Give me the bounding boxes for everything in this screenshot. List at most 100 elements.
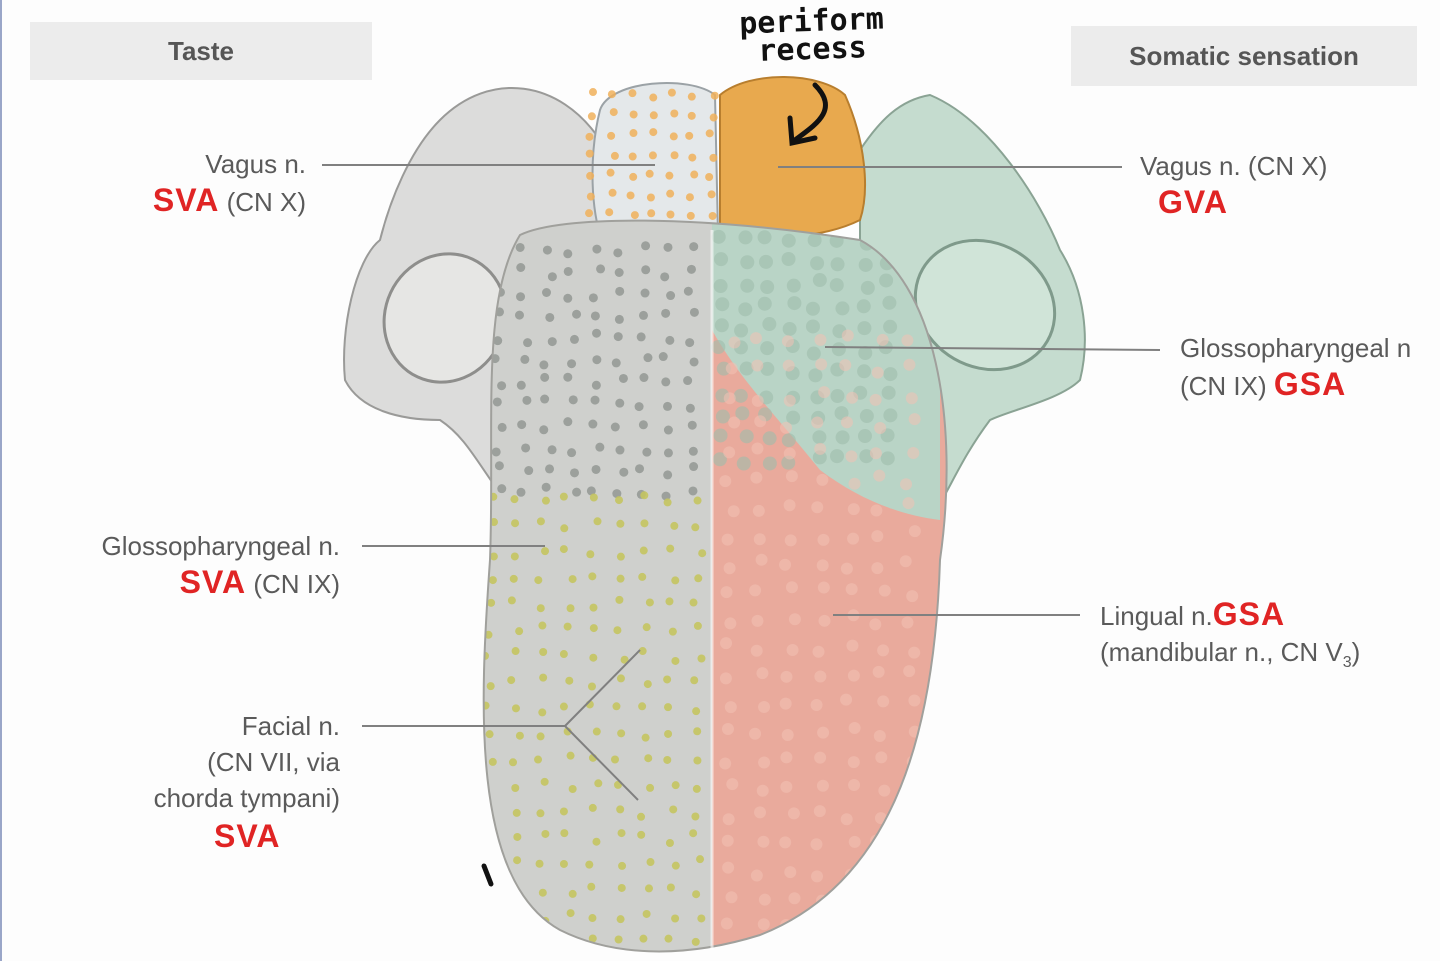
olive-papilla-dot [638,702,647,711]
orange-dot [666,210,675,219]
pink-papilla-bump [783,394,796,407]
olive-papilla-dot [614,935,623,944]
olive-papilla-dot [641,733,650,742]
olive-papilla-dot [536,809,545,818]
pink-papilla-bump [840,693,853,706]
pink-papilla-bump [873,894,886,907]
orange-dot [588,88,597,97]
olive-papilla-dot [587,682,596,691]
grey-papilla-dot [639,373,649,383]
orange-dot [649,111,658,120]
pink-papilla-bump [869,447,882,460]
grey-papilla-dot [588,419,598,429]
green-papilla-bump [712,452,727,467]
olive-papilla-dot [644,754,653,763]
olive-papilla-dot [666,883,675,892]
green-papilla-bump [758,254,773,269]
pink-papilla-bump [750,869,763,882]
pink-papilla-bump [749,584,762,597]
pink-papilla-bump [783,499,796,512]
olive-papilla-dot [693,621,702,630]
pink-papilla-bump [878,784,891,797]
olive-papilla-dot [696,855,705,864]
orange-dot [628,152,637,161]
olive-papilla-dot [697,654,706,663]
pink-papilla-bump [724,617,737,630]
orange-dot [685,193,694,202]
orange-dot [630,211,639,220]
orange-dot [629,129,638,138]
pink-papilla-bump [869,393,882,406]
orange-dot [628,89,637,98]
olive-papilla-dot [689,829,698,838]
olive-papilla-dot [483,810,491,819]
green-papilla-bump [805,301,820,316]
olive-papilla-dot [646,783,655,792]
pink-papilla-bump [817,533,830,546]
orange-dot [686,211,695,220]
green-papilla-bump [740,278,755,293]
pink-papilla-bump [870,504,883,517]
pink-papilla-bump [818,386,831,399]
grey-papilla-dot [614,314,624,324]
pink-papilla-bump [726,778,739,791]
green-papilla-bump [760,341,775,356]
orange-dot [685,131,694,140]
olive-papilla-dot [620,655,629,664]
green-papilla-bump [781,251,796,266]
grey-papilla-dot [516,487,526,497]
pink-papilla-bump [723,446,736,459]
pink-papilla-bump [783,447,796,460]
orange-dot [688,153,697,162]
orange-dot [705,172,714,181]
olive-papilla-dot [511,519,520,528]
pink-papilla-bump [847,532,860,545]
olive-papilla-dot [697,914,706,923]
pink-papilla-bump [900,834,913,847]
pink-papilla-bump [788,613,801,626]
olive-papilla-dot [665,838,674,847]
olive-papilla-dot [511,704,520,713]
olive-papilla-dot [616,519,625,528]
grey-papilla-dot [615,286,625,296]
pink-papilla-bump [908,863,921,876]
green-papilla-bump [787,296,802,311]
pink-papilla-bump [873,729,886,742]
green-papilla-bump [835,430,850,445]
pink-papilla-bump [754,806,767,819]
green-papilla-bump [805,319,820,334]
vagus-left-line2: SVA (CN X) [120,182,306,220]
pink-papilla-bump [841,329,854,342]
label-glosso-left: Glossopharyngeal n. SVA (CN IX) [60,528,340,602]
pink-papilla-bump [847,756,860,769]
pink-papilla-bump [755,553,768,566]
grey-papilla-dot [497,484,507,494]
green-papilla-bump [859,449,874,464]
olive-papilla-dot [507,596,516,605]
olive-papilla-dot [612,702,621,711]
olive-papilla-dot [515,731,524,740]
olive-papilla-dot [638,647,647,656]
green-papilla-bump [834,406,849,421]
grey-papilla-dot [665,335,675,345]
grey-papilla-dot [639,310,649,320]
glosso-left-type: SVA [179,564,247,600]
green-papilla-bump [762,317,777,332]
pink-papilla-bump [721,533,734,546]
olive-papilla-dot [617,883,626,892]
olive-papilla-dot [637,812,646,821]
orange-dot [626,191,635,200]
leader-lines [322,164,1161,801]
pink-papilla-bump [814,442,827,455]
olive-papilla-dot [615,595,624,604]
olive-papilla-dot [663,675,672,684]
pink-papilla-bump [873,469,886,482]
pink-papilla-bump [810,838,823,851]
grey-papilla-dot [661,377,671,387]
grey-papilla-dot [540,394,550,404]
olive-papilla-dot [566,909,575,918]
olive-papilla-dot [616,552,625,561]
pink-papilla-bump [720,917,733,930]
pink-papilla-bump [751,614,764,627]
pink-papilla-bump [848,477,861,490]
